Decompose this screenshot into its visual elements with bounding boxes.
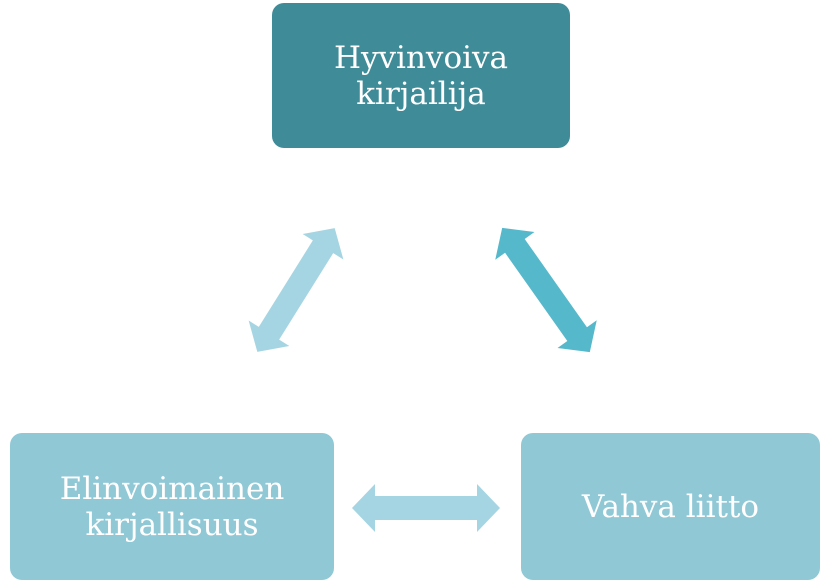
node-label: Vahva liitto	[581, 488, 760, 525]
node-vahva-liitto: Vahva liitto	[521, 433, 820, 580]
double-arrow-right	[495, 227, 597, 353]
node-label-line1: Hyvinvoiva	[333, 39, 509, 76]
double-arrow-bottom	[352, 484, 500, 532]
node-label-line2: kirjallisuus	[85, 506, 259, 543]
node-label-line1: Elinvoimainen	[59, 470, 285, 507]
double-arrow-left	[248, 228, 344, 352]
node-label-line2: kirjailija	[356, 75, 486, 112]
